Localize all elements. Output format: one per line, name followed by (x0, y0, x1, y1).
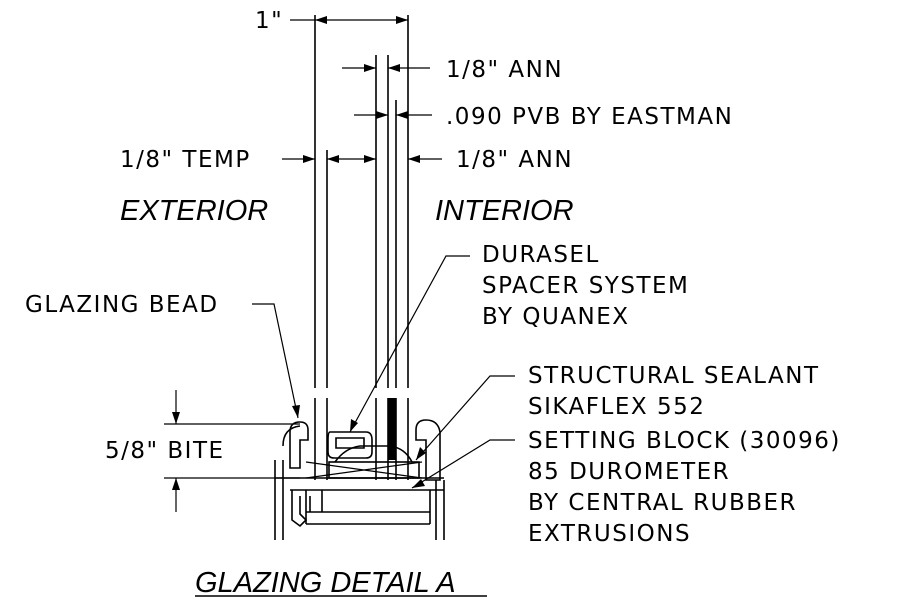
setting-block-line-2: 85 DUROMETER (528, 459, 730, 485)
glazing-bead-callout: GLAZING BEAD (25, 292, 300, 419)
durasel-callout: DURASEL SPACER SYSTEM BY QUANEX (349, 242, 689, 433)
glazing-bead-label: GLAZING BEAD (25, 292, 219, 318)
setting-block-line-3: BY CENTRAL RUBBER (528, 490, 797, 516)
title-label: GLAZING DETAIL A (195, 567, 456, 599)
sealant-callout: STRUCTURAL SEALANT SIKAFLEX 552 (415, 363, 820, 461)
dimension-overall: 1" (255, 8, 408, 34)
dimension-pvb: .090 PVB BY EASTMAN (354, 104, 733, 130)
durasel-line-3: BY QUANEX (482, 304, 630, 330)
setting-block-callout: SETTING BLOCK (30096) 85 DUROMETER BY CE… (411, 428, 841, 547)
durasel-line-2: SPACER SYSTEM (482, 273, 689, 299)
title-block: GLAZING DETAIL A (195, 567, 487, 599)
durasel-line-1: DURASEL (482, 242, 600, 268)
exterior-label: EXTERIOR (120, 195, 268, 227)
sealant-line-2: SIKAFLEX 552 (528, 394, 705, 420)
dimension-ann-top: 1/8" ANN (342, 57, 563, 83)
temp-label: 1/8" TEMP (120, 147, 251, 173)
setting-block-line-1: SETTING BLOCK (30096) (528, 428, 841, 454)
dimension-temp-ann: 1/8" TEMP 1/8" ANN (120, 147, 573, 173)
dimension-overall-label: 1" (255, 8, 283, 34)
ann-bottom-label: 1/8" ANN (456, 147, 573, 173)
pvb-label: .090 PVB BY EASTMAN (446, 104, 733, 130)
dimension-bite: 5/8" BITE (105, 390, 300, 512)
interior-label: INTERIOR (435, 195, 574, 227)
sealant-line-1: STRUCTURAL SEALANT (528, 363, 820, 389)
setting-block-line-4: EXTRUSIONS (528, 521, 691, 547)
ann-top-label: 1/8" ANN (446, 57, 563, 83)
bite-label: 5/8" BITE (105, 438, 225, 464)
frame-extrusion (274, 398, 445, 540)
